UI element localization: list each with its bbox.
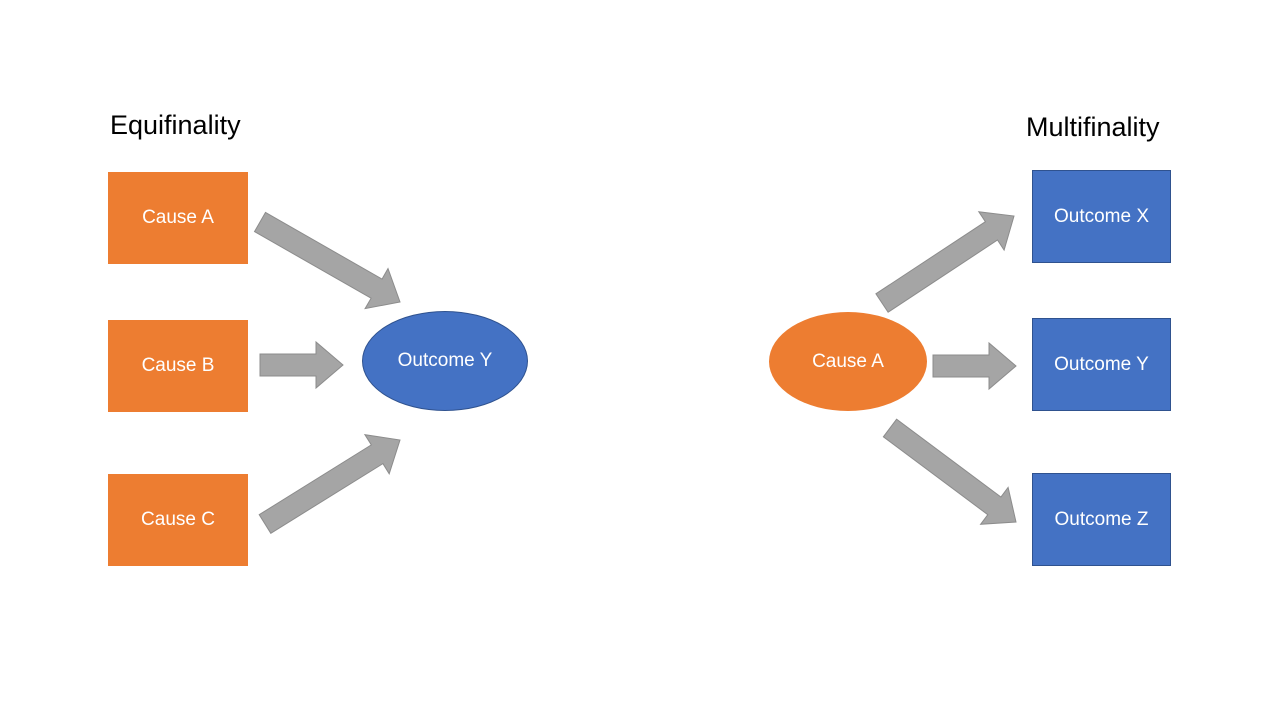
equifinality-cause-c-box: Cause C bbox=[108, 474, 248, 566]
outcome-x-label: Outcome X bbox=[1053, 205, 1150, 227]
multifinality-cause-a-ellipse: Cause A bbox=[769, 312, 927, 411]
equifinality-outcome-y-ellipse: Outcome Y bbox=[362, 311, 528, 411]
arrow-cause-a-to-outcome-y-right bbox=[932, 341, 1017, 391]
block-arrow-shape bbox=[259, 340, 344, 390]
multifinality-outcome-z-box: Outcome Z bbox=[1032, 473, 1171, 566]
multifinality-outcome-x-box: Outcome X bbox=[1032, 170, 1171, 263]
arrow-cause-c-to-outcome-y bbox=[258, 434, 401, 534]
cause-a-label: Cause A bbox=[142, 207, 214, 228]
block-arrow-shape bbox=[258, 434, 401, 534]
outcome-y-label: Outcome Y bbox=[397, 350, 493, 372]
block-arrow-shape bbox=[253, 211, 401, 310]
arrow-cause-a-to-outcome-z bbox=[882, 418, 1017, 525]
arrow-cause-b-to-outcome-y bbox=[259, 340, 344, 390]
arrow-cause-a-to-outcome-x bbox=[875, 211, 1015, 313]
block-arrow-shape bbox=[882, 418, 1017, 525]
multifinality-heading: Multifinality bbox=[1026, 112, 1160, 142]
cause-b-label: Cause B bbox=[141, 355, 215, 376]
equifinality-heading: Equifinality bbox=[110, 110, 241, 140]
cause-a-label: Cause A bbox=[812, 350, 884, 372]
block-arrow-shape bbox=[932, 341, 1017, 391]
block-arrow-shape bbox=[875, 211, 1015, 313]
outcome-y-label: Outcome Y bbox=[1054, 353, 1149, 375]
outcome-z-label: Outcome Z bbox=[1054, 508, 1149, 530]
equifinality-cause-a-box: Cause A bbox=[108, 172, 248, 264]
arrow-cause-a-to-outcome-y bbox=[253, 211, 401, 310]
equifinality-cause-b-box: Cause B bbox=[108, 320, 248, 412]
multifinality-outcome-y-box: Outcome Y bbox=[1032, 318, 1171, 411]
cause-c-label: Cause C bbox=[141, 509, 215, 530]
